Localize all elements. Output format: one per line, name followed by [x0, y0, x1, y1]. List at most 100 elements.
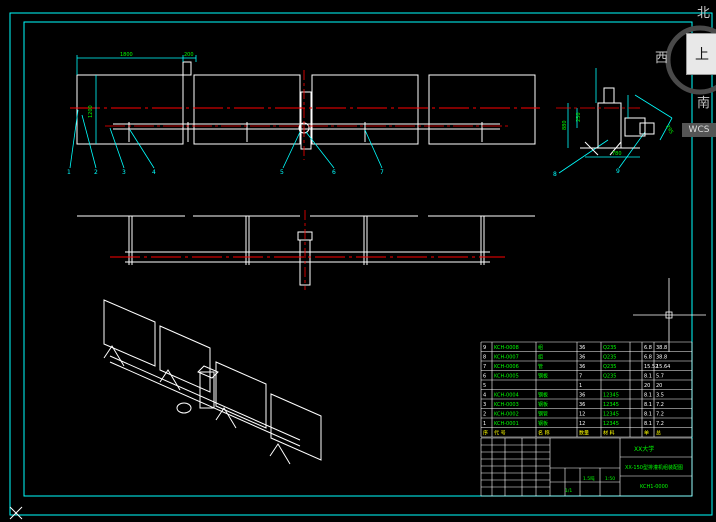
dim-width: 1800 — [120, 52, 133, 58]
bom-cell: 12 — [579, 412, 585, 418]
callout-6: 6 — [332, 169, 336, 176]
dim-gap: 200 — [184, 52, 194, 58]
bom-cell: KCH-0002 — [494, 412, 519, 418]
callout-2: 2 — [94, 169, 98, 176]
bom-cell: KCH-0007 — [494, 355, 519, 361]
bom-cell: 3 — [483, 402, 486, 408]
bom-header-cell: 材 料 — [603, 430, 615, 437]
title-drawing-number: KCH1-0000 — [640, 484, 668, 490]
bom-cell: KCH-0004 — [494, 393, 519, 399]
bom-header-cell: 数量 — [579, 430, 589, 437]
front-panel-1 — [76, 74, 184, 145]
bom-cell: 36 — [579, 402, 585, 408]
bom-cell: 8.1 — [644, 374, 652, 380]
bom-cell: Q235 — [603, 355, 616, 361]
bom-cell: Q235 — [603, 345, 616, 351]
bom-cell: 38.8 — [656, 345, 667, 351]
isometric-view — [103, 299, 322, 465]
bom-cell: 7.2 — [656, 412, 664, 418]
callout-numbers: 1 2 3 4 5 6 7 8 9 — [67, 168, 620, 178]
bom-cell: 5.7 — [656, 374, 664, 380]
front-panel-3 — [311, 74, 419, 145]
callout-3: 3 — [122, 169, 126, 176]
bom-cell: 钢板 — [538, 401, 548, 408]
bom-cell: 12345 — [603, 402, 619, 408]
side-view — [580, 87, 655, 156]
ucs-icon — [9, 506, 23, 520]
bom-cell: Q235 — [603, 374, 616, 380]
side-dim-780: 780 — [612, 151, 622, 157]
bom-cell: 15.52 — [644, 364, 658, 370]
title-sheet: 1/1 — [565, 488, 572, 494]
side-dimensions — [567, 68, 673, 158]
bom-cell: KCH-0008 — [494, 345, 519, 351]
bom-cell: 36 — [579, 364, 585, 370]
bom-cell: 3.5 — [656, 393, 664, 399]
front-post-top — [182, 61, 192, 76]
viewcube-top-face[interactable]: 上 — [686, 33, 716, 75]
bom-cell: KCH-0003 — [494, 402, 519, 408]
bom-cell: 36 — [579, 355, 585, 361]
viewcube-ring — [665, 25, 716, 95]
bom-cell: KCH-0006 — [494, 364, 519, 370]
front-central-post — [300, 91, 312, 150]
viewcube-north-label[interactable]: 北 — [697, 6, 711, 21]
bom-cell: 6.8 — [644, 345, 652, 351]
bom-header-cell: 代 号 — [494, 430, 506, 437]
bom-cell: 6.8 — [644, 355, 652, 361]
bom-cell: 12345 — [603, 421, 619, 427]
viewcube-west-label[interactable]: 西 — [655, 51, 669, 66]
sheet-inner-border — [23, 21, 693, 497]
bom-cell: 36 — [579, 393, 585, 399]
title-drawing-name: XX-150型排灌机组装配图 — [625, 464, 683, 471]
bom-cell: 20 — [656, 383, 662, 389]
bom-cell: 7 — [483, 364, 486, 370]
bom-cell: 5 — [483, 383, 486, 389]
dim-height: 1200 — [88, 105, 94, 118]
bom-header-cell: 单 — [644, 430, 649, 437]
bom-cell: 8.1 — [644, 402, 652, 408]
callout-7: 7 — [380, 169, 384, 176]
bom-cell: 12345 — [603, 393, 619, 399]
bom-cell: 12345 — [603, 412, 619, 418]
bom-cell: 1 — [483, 421, 486, 427]
bom-cell: KCH-0005 — [494, 374, 519, 380]
bom-cell: 12 — [579, 421, 585, 427]
bom-cell: 2 — [483, 412, 486, 418]
bom-cell: 钢板 — [538, 420, 548, 427]
callout-leaders — [69, 109, 646, 174]
bom-header-cell: 名 称 — [538, 430, 550, 437]
callout-1: 1 — [67, 169, 71, 176]
sheet-outer-border — [9, 12, 713, 516]
callout-5: 5 — [280, 169, 284, 176]
bom-cell: 1 — [579, 383, 582, 389]
callout-9: 9 — [616, 168, 620, 175]
front-view — [76, 61, 536, 150]
bom-cell: 钢板 — [538, 392, 548, 399]
wcs-button[interactable]: WCS — [682, 123, 716, 137]
bom-cell: 7.2 — [656, 421, 664, 427]
bom-cell: 8 — [483, 355, 486, 361]
bom-cell: 钢板 — [538, 373, 548, 380]
title-mass: 1.5吨 — [583, 475, 595, 482]
callout-8: 8 — [553, 171, 557, 178]
bom-cell: 7.2 — [656, 402, 664, 408]
callout-4: 4 — [152, 169, 156, 176]
bom-cell: 9 — [483, 345, 486, 351]
bom-cell: 组 — [538, 344, 543, 351]
bom-cell: 38.8 — [656, 355, 667, 361]
dimension-lines — [76, 55, 197, 144]
bom-cell: 20 — [644, 383, 650, 389]
crosshair-cursor[interactable] — [633, 278, 706, 352]
bom-cell: KCH-0001 — [494, 421, 519, 427]
viewcube-south-label[interactable]: 南 — [697, 96, 711, 111]
bom-cell: 7 — [579, 374, 582, 380]
bom-cell: 8.1 — [644, 412, 652, 418]
side-dim-250: 250 — [576, 112, 582, 122]
bom-cell: Q235 — [603, 364, 616, 370]
bom-cell: 4 — [483, 393, 486, 399]
bom-cell: 钢管 — [538, 411, 548, 418]
